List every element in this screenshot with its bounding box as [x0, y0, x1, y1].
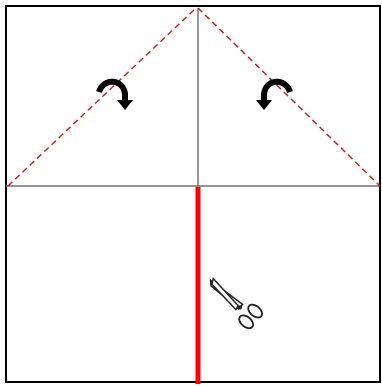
- right-diagonal-fold-line: [197, 7, 381, 187]
- fold-arrow-right-icon: [256, 78, 293, 110]
- paper-square: [5, 5, 381, 383]
- left-diagonal-fold-line: [7, 7, 197, 187]
- scissors-icon: [209, 277, 263, 330]
- fold-arrow-left-icon: [96, 78, 133, 110]
